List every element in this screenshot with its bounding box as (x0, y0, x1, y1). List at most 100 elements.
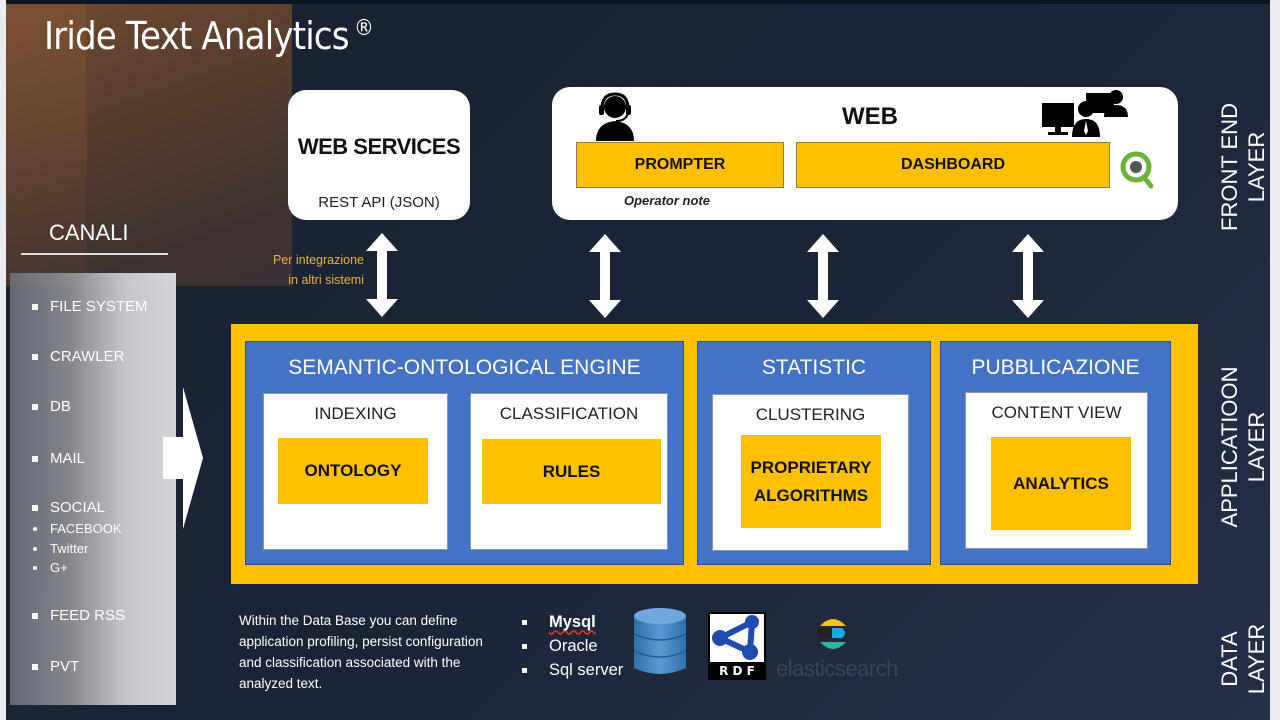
layer-label-line: LAYER (1244, 131, 1269, 203)
web-services-subtitle: REST API (JSON) (318, 194, 440, 211)
bullet-icon (32, 403, 38, 410)
bullet-icon (522, 667, 527, 673)
double-arrow-pubblicazione (1012, 234, 1044, 318)
rdf-logo: R D F (708, 612, 766, 680)
canali-subitem-label: FACEBOOK (50, 521, 122, 536)
web-title: WEB (842, 103, 898, 130)
title-text: Iride Text Analytics (44, 14, 350, 58)
double-arrow-dashboard (807, 234, 839, 318)
web-services-box: WEB SERVICES REST API (JSON) (288, 90, 470, 220)
rules-core: RULES (482, 439, 661, 504)
qlik-icon (1120, 151, 1154, 189)
registered-mark: ® (354, 16, 374, 41)
canali-item: SOCIAL (32, 499, 105, 516)
bullet-icon (522, 643, 527, 649)
canali-item-label: MAIL (50, 450, 86, 467)
canali-item: MAIL (32, 450, 85, 467)
canali-item-label: SOCIAL (50, 499, 106, 516)
indexing-block: INDEXING ONTOLOGY (263, 393, 448, 550)
data-layer-description: Within the Data Base you can define appl… (239, 613, 483, 691)
database-item: Oracle (522, 634, 623, 658)
layer-label-line: APPLICATIOON (1217, 366, 1242, 528)
dashboard-block: DASHBOARD (796, 142, 1110, 188)
users-computers-icon (1042, 90, 1128, 137)
canali-item: PVT (32, 658, 79, 675)
bullet-icon (32, 455, 38, 462)
operator-headset-icon (596, 92, 634, 141)
database-item: Sql server (522, 658, 623, 682)
canali-item-label: FEED RSS (50, 607, 126, 624)
module-title: PUBBLICAZIONE (971, 356, 1140, 379)
database-list: Mysql Oracle Sql server (522, 610, 623, 682)
layer-label-line: LAYER (1244, 411, 1269, 483)
canali-subitem: G+ (32, 560, 68, 575)
bullet-icon (32, 663, 38, 670)
module-title: SEMANTIC-ONTOLOGICAL ENGINE (288, 356, 641, 379)
bullet-icon (32, 612, 38, 619)
database-label: Mysql (549, 612, 596, 631)
canali-underline (21, 253, 168, 255)
canali-item-label: CRAWLER (50, 348, 125, 365)
module-title: STATISTIC (761, 356, 867, 379)
front-end-layer-label: FRONT END LAYER (1216, 92, 1270, 242)
analytics-core: ANALYTICS (991, 437, 1131, 530)
canali-item: FILE SYSTEM (32, 298, 148, 315)
integration-note-line-1: Per integrazione (272, 253, 364, 267)
elasticsearch-icon (818, 619, 846, 649)
operator-note: Operator note (624, 193, 710, 208)
bullet-icon (32, 303, 38, 310)
elasticsearch-label: elasticsearch (776, 656, 898, 681)
layer-label-line: DATA (1217, 631, 1242, 687)
clustering-block: CLUSTERING PROPRIETARY ALGORITHMS (712, 394, 909, 551)
block-title: CONTENT VIEW (991, 403, 1122, 422)
canali-subitem-label: Twitter (50, 541, 89, 556)
application-layer-frame: SEMANTIC-ONTOLOGICAL ENGINE INDEXING ONT… (231, 324, 1198, 584)
prompter-block: PROMPTER (576, 142, 784, 188)
content-view-block: CONTENT VIEW ANALYTICS (965, 392, 1148, 549)
bullet-icon (522, 619, 527, 625)
canali-panel (10, 273, 176, 705)
integration-note-line-2: in altri sistemi (288, 273, 364, 287)
right-edge (1270, 0, 1280, 720)
web-services-title: WEB SERVICES (297, 134, 461, 159)
top-border (0, 0, 1280, 4)
dot-icon (33, 546, 37, 551)
layer-label-line: LAYER (1244, 623, 1269, 695)
database-label: Sql server (549, 660, 624, 679)
double-arrow-web-services (366, 233, 398, 317)
page-title: Iride Text Analytics® (44, 14, 374, 58)
database-icon (633, 608, 687, 674)
canali-item-label: DB (50, 398, 71, 415)
dot-icon (33, 565, 37, 570)
classification-block: CLASSIFICATION RULES (470, 393, 668, 550)
bullet-icon (32, 504, 38, 511)
left-edge (0, 0, 6, 720)
canali-subitem: Twitter (32, 541, 88, 556)
database-item: Mysql (522, 610, 623, 634)
proprietary-algorithms-core: PROPRIETARY ALGORITHMS (741, 435, 881, 528)
block-title: INDEXING (314, 404, 397, 423)
input-arrow-icon (163, 387, 203, 529)
pubblicazione-module: PUBBLICAZIONE CONTENT VIEW ANALYTICS (940, 341, 1171, 565)
canali-item: CRAWLER (32, 348, 124, 365)
statistic-module: STATISTIC CLUSTERING PROPRIETARY ALGORIT… (697, 341, 931, 565)
canali-subitem: FACEBOOK (32, 521, 122, 536)
data-layer-label: DATA LAYER (1216, 604, 1270, 714)
integration-note: Per integrazione in altri sistemi (250, 250, 364, 290)
canali-item-label: PVT (50, 658, 80, 675)
canali-item: DB (32, 398, 71, 415)
block-title: CLUSTERING (755, 405, 866, 424)
double-arrow-prompter (589, 234, 621, 318)
canali-title: CANALI (49, 220, 129, 245)
block-title: CLASSIFICATION (499, 404, 639, 423)
semantic-ontological-engine-module: SEMANTIC-ONTOLOGICAL ENGINE INDEXING ONT… (245, 341, 684, 565)
rdf-label: R D F (719, 664, 755, 678)
canali-item-label: FILE SYSTEM (50, 298, 148, 315)
decorative-brown-accent (6, 4, 86, 286)
ontology-core: ONTOLOGY (278, 438, 428, 504)
decorative-brown-panel (6, 4, 292, 286)
database-label: Oracle (549, 636, 598, 655)
application-layer-label: APPLICATIOON LAYER (1216, 352, 1270, 542)
layer-label-line: FRONT END (1217, 103, 1242, 231)
canali-subitem-label: G+ (50, 560, 68, 575)
